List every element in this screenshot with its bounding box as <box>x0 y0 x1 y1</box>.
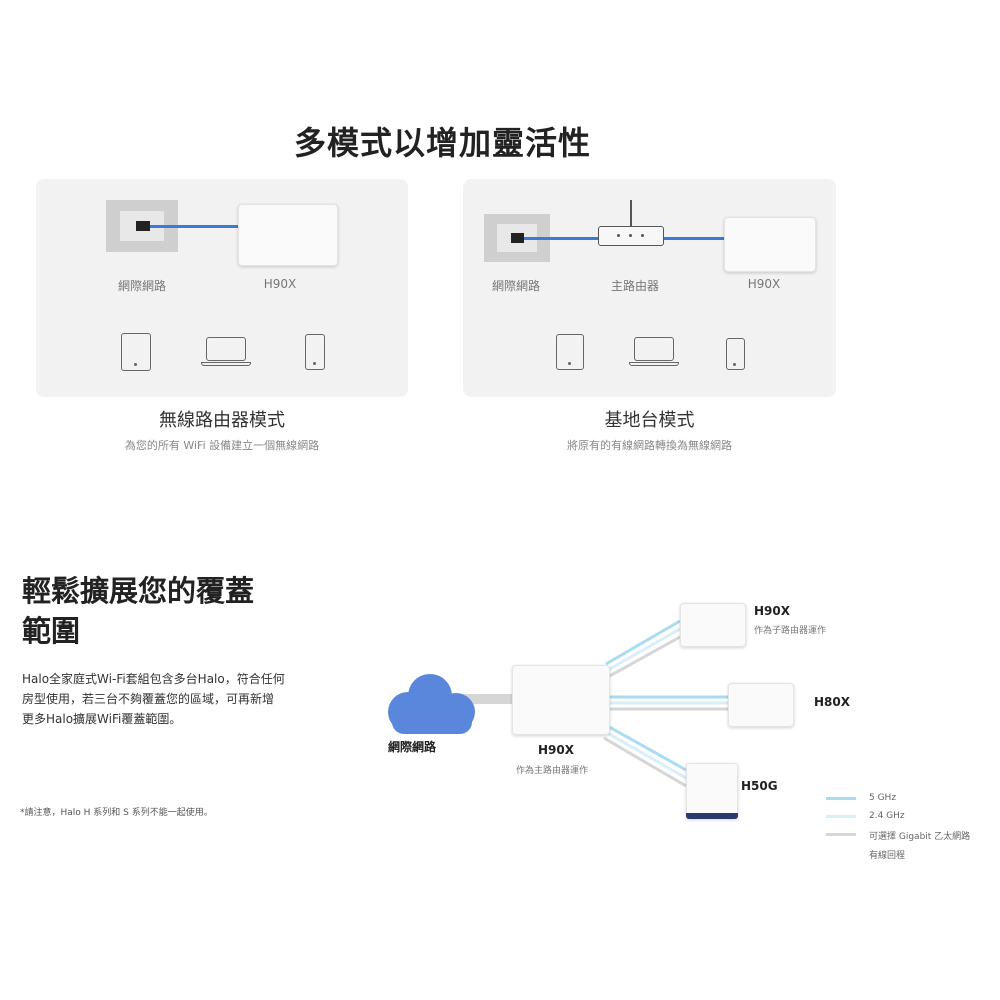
cloud-icon <box>388 674 475 734</box>
ap-mode-subtitle: 將原有的有線網路轉換為無線網路 <box>567 439 732 452</box>
sat3-h50g-icon <box>686 763 738 819</box>
legend-wired-label-line2: 有線回程 <box>869 851 906 861</box>
coverage-paragraph-line1: Halo全家庭式Wi-Fi套組包含多台Halo，符合任何 <box>22 672 285 686</box>
sat3-h50g-name: H50G <box>741 779 778 793</box>
phone-icon <box>305 334 325 370</box>
legend-wired-swatch <box>826 833 856 836</box>
h90x-label: H90X <box>263 277 297 291</box>
link-wired-sat3 <box>603 736 687 788</box>
router-antenna <box>630 200 632 226</box>
tablet-icon-ap <box>556 334 584 370</box>
main-h90x-name: H90X <box>538 743 574 757</box>
coverage-heading-line1: 輕鬆擴展您的覆蓋 <box>22 574 255 608</box>
main-h90x-desc: 作為主路由器運作 <box>516 766 589 776</box>
sat2-h80x-name: H80X <box>814 695 850 709</box>
main-router-icon <box>598 226 664 246</box>
laptop-icon <box>206 337 246 361</box>
laptop-icon-ap <box>634 337 674 361</box>
h90x-label-ap: H90X <box>747 277 781 291</box>
phone-icon-ap <box>726 338 745 370</box>
legend-wired-label-line1: 可選擇 Gigabit 乙太網路 <box>869 832 971 842</box>
legend-24ghz-label: 2.4 GHz <box>869 811 905 821</box>
router-mode-subtitle: 為您的所有 WiFi 設備建立一個無線網路 <box>124 439 320 452</box>
link-24ghz-sat1 <box>605 627 681 673</box>
h90x-router-icon <box>238 204 338 266</box>
internet-cloud-label: 網際網路 <box>388 740 437 754</box>
sat1-h90x-icon <box>680 603 746 647</box>
laptop-base-ap <box>629 362 679 366</box>
main-router-label: 主路由器 <box>610 279 659 293</box>
ethernet-cable <box>150 225 238 228</box>
coverage-heading-line2: 範圍 <box>22 614 81 648</box>
internet-label: 網際網路 <box>117 279 166 293</box>
ap-mode-title: 基地台模式 <box>604 410 695 431</box>
tablet-icon <box>121 333 151 371</box>
link-wired-sat1 <box>605 635 681 680</box>
laptop-base <box>201 362 251 366</box>
link-5ghz-sat1 <box>605 619 681 666</box>
router-mode-title: 無線路由器模式 <box>159 410 285 431</box>
coverage-paragraph-line2: 房型使用，若三台不夠覆蓋您的區域，可再新增 <box>22 692 275 706</box>
legend-24ghz-swatch <box>826 815 856 818</box>
internet-label-ap: 網際網路 <box>491 279 540 293</box>
sat1-h90x-name: H90X <box>754 604 790 618</box>
wall-socket-icon-ap <box>484 214 550 262</box>
main-h90x-icon <box>512 665 610 735</box>
section1-title: 多模式以增加靈活性 <box>293 124 591 162</box>
h90x-router-icon-ap <box>724 217 816 272</box>
sat1-h90x-desc: 作為子路由器運作 <box>754 626 827 636</box>
ethernet-cable-2 <box>664 237 724 240</box>
sat2-h80x-icon <box>728 683 794 727</box>
link-5ghz-sat3 <box>603 722 687 772</box>
legend-5ghz-swatch <box>826 797 856 800</box>
coverage-paragraph-line3: 更多Halo擴展WiFi覆蓋範圍。 <box>22 712 182 726</box>
ethernet-cable-1 <box>524 237 598 240</box>
compatibility-note: *請注意，Halo H 系列和 S 系列不能一起使用。 <box>20 808 213 818</box>
link-24ghz-sat3 <box>603 729 687 780</box>
legend-5ghz-label: 5 GHz <box>869 793 897 803</box>
